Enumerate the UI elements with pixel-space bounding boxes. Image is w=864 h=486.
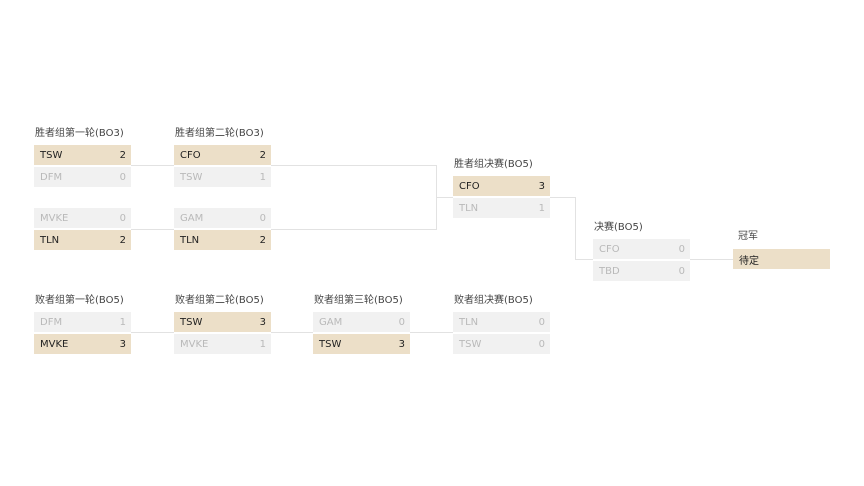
- team-score: 0: [678, 265, 685, 277]
- round-label-winners-r2: 胜者组第二轮(BO3): [175, 128, 264, 139]
- team-score: 1: [259, 338, 266, 350]
- team-name: TSW: [180, 171, 203, 183]
- match-losers-r1[interactable]: DFM 1 MVKE 3: [34, 312, 131, 354]
- team-score: 3: [259, 316, 266, 328]
- team-score: 0: [119, 171, 126, 183]
- team-row[interactable]: TSW 3: [313, 334, 410, 354]
- team-row[interactable]: TLN 1: [453, 198, 550, 218]
- team-score: 1: [119, 316, 126, 328]
- team-row[interactable]: TSW 2: [34, 145, 131, 165]
- team-name: CFO: [459, 180, 480, 192]
- match-losers-final[interactable]: TLN 0 TSW 0: [453, 312, 550, 354]
- team-name: TLN: [40, 234, 60, 246]
- team-row[interactable]: TSW 3: [174, 312, 271, 332]
- team-score: 0: [119, 212, 126, 224]
- round-label-grand-final: 决赛(BO5): [594, 222, 643, 233]
- team-name: MVKE: [180, 338, 209, 350]
- team-score: 0: [538, 316, 545, 328]
- team-name: CFO: [599, 243, 620, 255]
- team-row[interactable]: TBD 0: [593, 261, 690, 281]
- round-label-losers-r3: 败者组第三轮(BO5): [314, 295, 403, 306]
- team-row[interactable]: MVKE 0: [34, 208, 131, 228]
- team-score: 2: [119, 234, 126, 246]
- team-score: 0: [538, 338, 545, 350]
- team-name: TSW: [40, 149, 63, 161]
- team-row[interactable]: TLN 2: [34, 230, 131, 250]
- team-name: TSW: [180, 316, 203, 328]
- team-row[interactable]: CFO 3: [453, 176, 550, 196]
- champion-value: 待定: [739, 255, 759, 267]
- round-label-losers-r1: 败者组第一轮(BO5): [35, 295, 124, 306]
- team-name: MVKE: [40, 338, 69, 350]
- match-losers-r2[interactable]: TSW 3 MVKE 1: [174, 312, 271, 354]
- team-row[interactable]: CFO 2: [174, 145, 271, 165]
- team-score: 2: [259, 234, 266, 246]
- round-label-losers-r2: 败者组第二轮(BO5): [175, 295, 264, 306]
- team-name: TSW: [319, 338, 342, 350]
- team-row[interactable]: DFM 0: [34, 167, 131, 187]
- team-name: GAM: [180, 212, 204, 224]
- team-row[interactable]: TLN 0: [453, 312, 550, 332]
- match-grand-final[interactable]: CFO 0 TBD 0: [593, 239, 690, 281]
- team-row[interactable]: DFM 1: [34, 312, 131, 332]
- round-label-winners-r1: 胜者组第一轮(BO3): [35, 128, 124, 139]
- team-name: TSW: [459, 338, 482, 350]
- team-score: 0: [398, 316, 405, 328]
- connector-wf-gf: [550, 197, 593, 260]
- team-row[interactable]: GAM 0: [174, 208, 271, 228]
- match-winners-r1-1[interactable]: TSW 2 DFM 0: [34, 145, 131, 187]
- match-winners-r1-2[interactable]: MVKE 0 TLN 2: [34, 208, 131, 250]
- team-score: 3: [119, 338, 126, 350]
- team-score: 3: [398, 338, 405, 350]
- team-row[interactable]: TLN 2: [174, 230, 271, 250]
- team-name: TLN: [459, 202, 479, 214]
- team-row[interactable]: MVKE 3: [34, 334, 131, 354]
- team-row[interactable]: GAM 0: [313, 312, 410, 332]
- team-name: DFM: [40, 316, 63, 328]
- match-winners-r2-1[interactable]: CFO 2 TSW 1: [174, 145, 271, 187]
- match-losers-r3[interactable]: GAM 0 TSW 3: [313, 312, 410, 354]
- team-score: 2: [119, 149, 126, 161]
- champion-box[interactable]: 待定: [733, 249, 830, 269]
- team-score: 0: [259, 212, 266, 224]
- round-label-winners-final: 胜者组决赛(BO5): [454, 159, 533, 170]
- team-score: 2: [259, 149, 266, 161]
- team-score: 1: [538, 202, 545, 214]
- connector-wr2-wf: [271, 165, 437, 230]
- team-name: TBD: [599, 265, 620, 277]
- round-label-champion: 冠军: [738, 231, 758, 242]
- team-name: TLN: [459, 316, 479, 328]
- team-row[interactable]: MVKE 1: [174, 334, 271, 354]
- match-winners-final[interactable]: CFO 3 TLN 1: [453, 176, 550, 218]
- team-name: GAM: [319, 316, 343, 328]
- team-name: TLN: [180, 234, 200, 246]
- round-label-losers-final: 败者组决赛(BO5): [454, 295, 533, 306]
- team-name: CFO: [180, 149, 201, 161]
- team-row[interactable]: TSW 0: [453, 334, 550, 354]
- match-winners-r2-2[interactable]: GAM 0 TLN 2: [174, 208, 271, 250]
- team-score: 3: [538, 180, 545, 192]
- team-row[interactable]: CFO 0: [593, 239, 690, 259]
- team-name: DFM: [40, 171, 63, 183]
- team-row[interactable]: TSW 1: [174, 167, 271, 187]
- team-score: 0: [678, 243, 685, 255]
- team-score: 1: [259, 171, 266, 183]
- team-name: MVKE: [40, 212, 69, 224]
